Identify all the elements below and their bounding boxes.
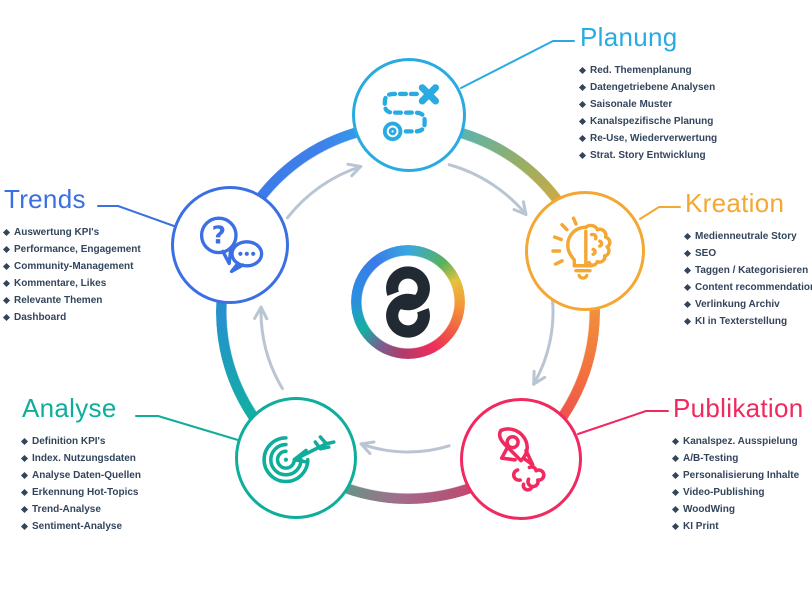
stage-list-analyse: Definition KPI's Index. Nutzungsdaten An… bbox=[20, 436, 141, 532]
stage-circle-publikation bbox=[460, 398, 582, 520]
connector-trends bbox=[97, 205, 175, 227]
list-item: Strat. Story Entwicklung bbox=[578, 150, 717, 161]
diamond-bullet-icon bbox=[578, 83, 587, 92]
list-item: KI in Texterstellung bbox=[683, 316, 812, 327]
diamond-bullet-icon bbox=[20, 454, 29, 463]
list-item: Kanalspezifische Planung bbox=[578, 116, 717, 127]
list-item: Auswertung KPI's bbox=[2, 227, 141, 238]
stage-circle-trends: ? bbox=[171, 186, 289, 304]
brand-s-logo bbox=[386, 266, 430, 338]
list-item: Kanalspez. Ausspielung bbox=[671, 436, 804, 447]
arrow-trends-to-planung bbox=[285, 165, 363, 220]
target-dart-icon bbox=[262, 435, 336, 484]
stage-label-trends: Trends Auswertung KPI's Performance, Eng… bbox=[2, 184, 141, 329]
list-item: Datengetriebene Analysen bbox=[578, 82, 717, 93]
list-item: Definition KPI's bbox=[20, 436, 141, 447]
list-item: Analyse Daten-Quellen bbox=[20, 470, 141, 481]
rocket-icon bbox=[497, 427, 546, 492]
list-item: Community-Management bbox=[2, 261, 141, 272]
diamond-bullet-icon bbox=[20, 488, 29, 497]
diamond-bullet-icon bbox=[578, 66, 587, 75]
diamond-bullet-icon bbox=[671, 522, 680, 531]
connector-kreation bbox=[639, 206, 681, 220]
diamond-bullet-icon bbox=[20, 522, 29, 531]
list-item: Erkennung Hot-Topics bbox=[20, 487, 141, 498]
stage-list-publikation: Kanalspez. Ausspielung A/B-Testing Perso… bbox=[671, 436, 804, 532]
lightbulb-brain-icon bbox=[551, 216, 612, 280]
diamond-bullet-icon bbox=[20, 505, 29, 514]
list-item: Verlinkung Archiv bbox=[683, 299, 812, 310]
list-item: Kommentare, Likes bbox=[2, 278, 141, 289]
list-item: Content recommendation bbox=[683, 282, 812, 293]
stage-title-trends: Trends bbox=[4, 184, 86, 214]
list-item: Dashboard bbox=[2, 312, 141, 323]
diamond-bullet-icon bbox=[20, 437, 29, 446]
stage-list-kreation: Medienneutrale Story SEO Taggen / Katego… bbox=[683, 231, 812, 327]
arrow-analyse-to-trends bbox=[259, 305, 284, 391]
list-item: Medienneutrale Story bbox=[683, 231, 812, 242]
stage-circle-kreation bbox=[525, 191, 645, 311]
stage-label-analyse: Analyse Definition KPI's Index. Nutzungs… bbox=[20, 393, 141, 538]
list-item: SEO bbox=[683, 248, 812, 259]
list-item: Performance, Engagement bbox=[2, 244, 141, 255]
stage-list-planung: Red. Themenplanung Datengetriebene Analy… bbox=[578, 65, 717, 161]
list-item: Red. Themenplanung bbox=[578, 65, 717, 76]
diamond-bullet-icon bbox=[2, 228, 11, 237]
list-item: Personalisierung Inhalte bbox=[671, 470, 804, 481]
diamond-bullet-icon bbox=[671, 471, 680, 480]
list-item: Index. Nutzungsdaten bbox=[20, 453, 141, 464]
diamond-bullet-icon bbox=[671, 488, 680, 497]
stage-title-kreation: Kreation bbox=[685, 188, 785, 218]
stage-list-trends: Auswertung KPI's Performance, Engagement… bbox=[2, 227, 141, 323]
connector-publikation bbox=[577, 410, 669, 435]
list-item: Re-Use, Wiederverwertung bbox=[578, 133, 717, 144]
route-map-icon bbox=[382, 84, 440, 142]
diamond-bullet-icon bbox=[578, 117, 587, 126]
diamond-bullet-icon bbox=[671, 437, 680, 446]
stage-label-publikation: Publikation Kanalspez. Ausspielung A/B-T… bbox=[671, 393, 804, 538]
list-item: Saisonale Muster bbox=[578, 99, 717, 110]
diamond-bullet-icon bbox=[578, 134, 587, 143]
list-item: A/B-Testing bbox=[671, 453, 804, 464]
stage-circle-analyse bbox=[235, 397, 357, 519]
diamond-bullet-icon bbox=[2, 245, 11, 254]
stage-circle-planung bbox=[352, 58, 466, 172]
cycle-arrows bbox=[253, 162, 555, 455]
diamond-bullet-icon bbox=[578, 151, 587, 160]
svg-text:?: ? bbox=[212, 220, 226, 249]
chat-bubbles-icon: ? bbox=[199, 216, 264, 274]
list-item: Taggen / Kategorisieren bbox=[683, 265, 812, 276]
arrow-kreation-to-publikation bbox=[532, 296, 555, 386]
stage-label-kreation: Kreation Medienneutrale Story SEO Taggen… bbox=[683, 188, 812, 333]
diamond-bullet-icon bbox=[683, 232, 692, 241]
diamond-bullet-icon bbox=[683, 300, 692, 309]
diamond-bullet-icon bbox=[2, 296, 11, 305]
diamond-bullet-icon bbox=[2, 279, 11, 288]
stage-title-analyse: Analyse bbox=[22, 393, 117, 423]
connector-planung bbox=[460, 40, 575, 89]
list-item: KI Print bbox=[671, 521, 804, 532]
list-item: Trend-Analyse bbox=[20, 504, 141, 515]
stage-title-planung: Planung bbox=[580, 22, 678, 52]
list-item: WoodWing bbox=[671, 504, 804, 515]
list-item: Sentiment-Analyse bbox=[20, 521, 141, 532]
diamond-bullet-icon bbox=[683, 283, 692, 292]
list-item: Video-Publishing bbox=[671, 487, 804, 498]
diamond-bullet-icon bbox=[2, 262, 11, 271]
diamond-bullet-icon bbox=[683, 249, 692, 258]
diamond-bullet-icon bbox=[2, 313, 11, 322]
stage-title-publikation: Publikation bbox=[673, 393, 804, 423]
arrow-planung-to-kreation bbox=[447, 163, 528, 216]
diamond-bullet-icon bbox=[683, 317, 692, 326]
diamond-bullet-icon bbox=[671, 505, 680, 514]
connector-analyse bbox=[135, 415, 239, 441]
diamond-bullet-icon bbox=[20, 471, 29, 480]
arrow-publikation-to-analyse bbox=[359, 442, 451, 454]
diamond-bullet-icon bbox=[671, 454, 680, 463]
list-item: Relevante Themen bbox=[2, 295, 141, 306]
stage-label-planung: Planung Red. Themenplanung Datengetriebe… bbox=[578, 22, 717, 167]
diamond-bullet-icon bbox=[683, 266, 692, 275]
diamond-bullet-icon bbox=[578, 100, 587, 109]
